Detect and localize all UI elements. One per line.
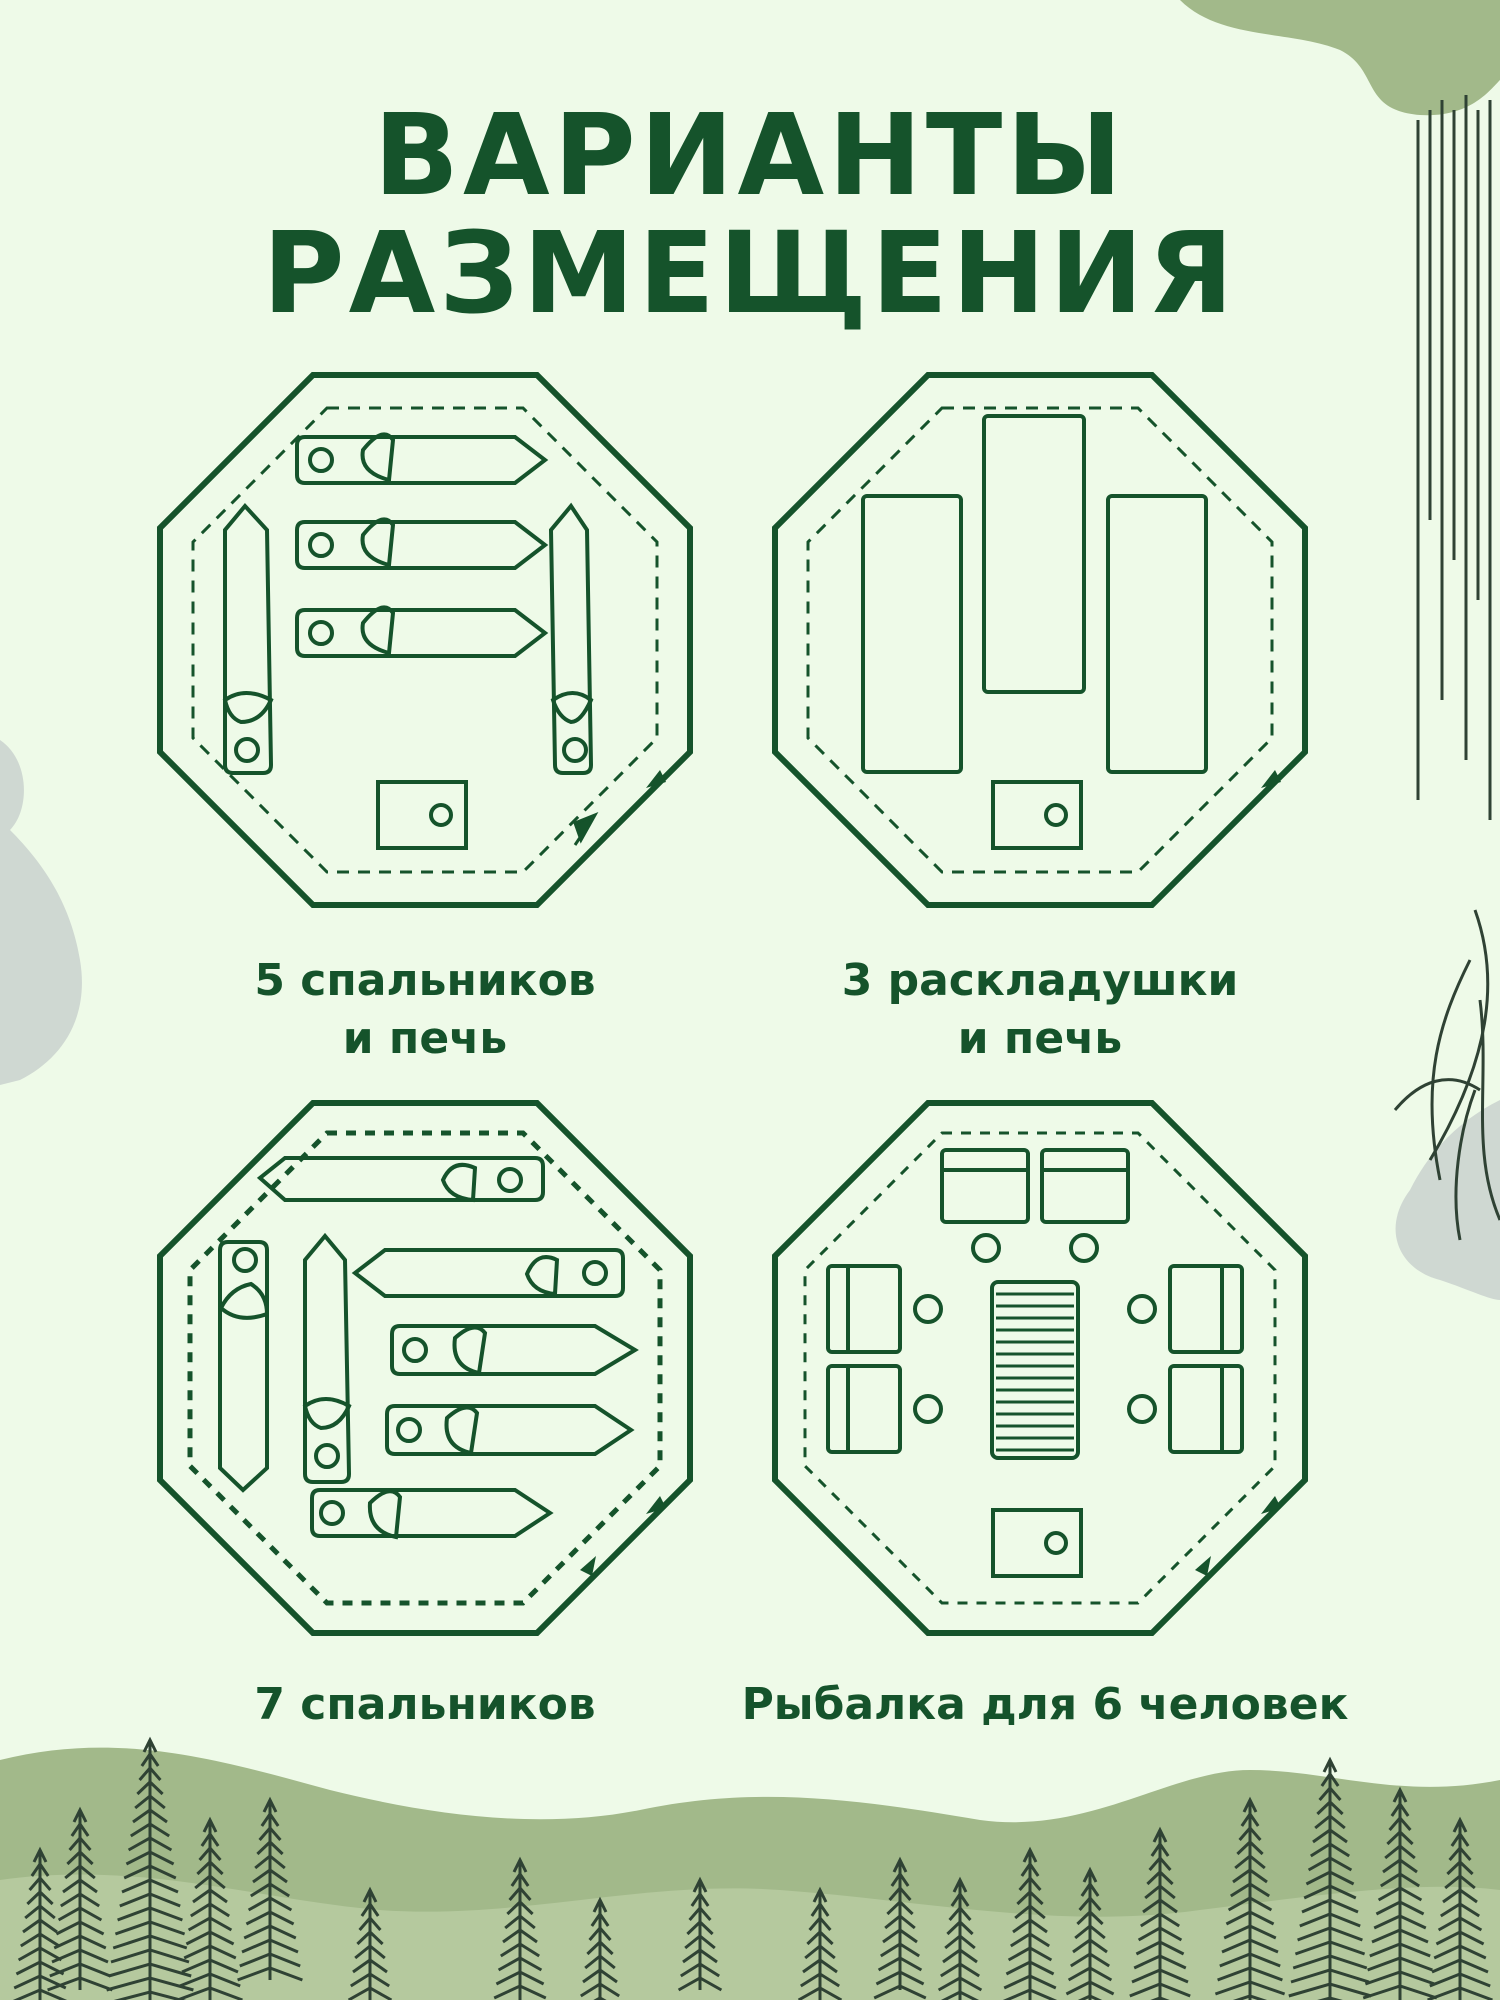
- caption-line: 5 спальников: [254, 955, 596, 1006]
- stool: [913, 1394, 943, 1424]
- tent-plan-3-cots: [772, 372, 1308, 908]
- caption-layout-1: 5 спальников и печь: [145, 952, 705, 1068]
- tent-outline: [772, 1100, 1308, 1636]
- pine-tree: [177, 1816, 243, 2000]
- direction-arrow-icon: [1261, 770, 1281, 788]
- caption-line: и печь: [342, 1013, 508, 1064]
- chair: [1040, 1148, 1130, 1224]
- left-mist: [0, 740, 82, 1085]
- caption-layout-4: Рыбалка для 6 человек: [705, 1676, 1385, 1734]
- tent-plan-5-sleeping-bags: [157, 372, 693, 908]
- direction-arrow-icon: [646, 770, 666, 788]
- tent-outline: [157, 1100, 693, 1636]
- top-right-foliage: [1180, 0, 1500, 116]
- sleeping-bag: [302, 1232, 352, 1484]
- pine-tree: [677, 1876, 723, 1992]
- tent-inner-dashed: [191, 406, 659, 874]
- cot: [982, 414, 1086, 694]
- pine-tree: [12, 1846, 68, 2000]
- pine-tree: [47, 1806, 113, 1992]
- pine-tree: [106, 1736, 194, 2000]
- direction-arrow-icon: [646, 1496, 666, 1514]
- stool: [1069, 1233, 1099, 1263]
- stool: [1127, 1394, 1157, 1424]
- tent-outline: [157, 372, 693, 908]
- page-title-line2: РАЗМЕЩЕНИЯ: [262, 209, 1238, 339]
- pine-tree: [237, 1796, 303, 1982]
- pine-tree: [1288, 1756, 1372, 2000]
- stove: [991, 1508, 1083, 1578]
- stove: [991, 780, 1083, 850]
- sleeping-bag: [295, 605, 549, 658]
- sleeping-bag: [218, 1240, 270, 1493]
- sleeping-bag: [548, 502, 594, 775]
- chair: [1168, 1364, 1244, 1454]
- sleeping-bag: [310, 1488, 554, 1540]
- cot: [1106, 494, 1208, 774]
- chair: [826, 1364, 902, 1454]
- caption-line: 7 спальников: [254, 1679, 596, 1730]
- pine-tree: [1362, 1786, 1438, 2000]
- sleeping-bag: [385, 1404, 635, 1456]
- table: [990, 1280, 1080, 1460]
- tent-outline: [772, 372, 1308, 908]
- pine-tree: [1427, 1816, 1493, 2000]
- forest-trees: [12, 1736, 1493, 2000]
- pine-tree: [347, 1886, 393, 2000]
- caption-layout-3: 7 спальников: [145, 1676, 705, 1734]
- tent-plan-fishing-6-people: [772, 1100, 1308, 1636]
- pine-tree: [1129, 1826, 1191, 2000]
- chair: [940, 1148, 1030, 1224]
- caption-line: Рыбалка для 6 человек: [741, 1679, 1349, 1730]
- chair: [826, 1264, 902, 1354]
- caption-line: и печь: [957, 1013, 1123, 1064]
- sleeping-bag: [351, 1248, 625, 1298]
- pine-tree: [1065, 1866, 1115, 2000]
- chair: [1168, 1264, 1244, 1354]
- direction-arrow-icon: [1195, 1556, 1211, 1576]
- pine-tree: [1002, 1846, 1058, 2000]
- tent-inner-dashed: [806, 406, 1274, 874]
- sleeping-bag: [256, 1156, 545, 1203]
- direction-arrow-icon: [1261, 1496, 1281, 1514]
- caption-layout-2: 3 раскладушки и печь: [760, 952, 1320, 1068]
- right-mist: [1395, 1100, 1500, 1300]
- stove: [376, 780, 468, 850]
- tent-inner-dashed: [803, 1131, 1277, 1605]
- tent-plan-7-sleeping-bags: [157, 1100, 693, 1636]
- stool: [913, 1294, 943, 1324]
- bottom-hills-front: [0, 1874, 1500, 2000]
- right-grass: [1393, 909, 1500, 1241]
- pine-tree: [493, 1856, 547, 2000]
- sleeping-bag: [222, 502, 274, 775]
- page-title-line1: ВАРИАНТЫ: [373, 91, 1127, 221]
- caption-line: 3 раскладушки: [841, 955, 1239, 1006]
- stool: [971, 1233, 1001, 1263]
- sleeping-bag: [390, 1324, 639, 1376]
- pine-tree: [937, 1876, 983, 2000]
- sleeping-bag: [295, 432, 549, 485]
- sleeping-bag: [295, 517, 549, 570]
- direction-arrow-icon: [580, 1556, 596, 1576]
- direction-arrow-icon: [573, 812, 599, 846]
- right-rain-lines: [1416, 95, 1492, 820]
- pine-tree: [580, 1896, 620, 2000]
- pine-tree: [1214, 1796, 1286, 2000]
- pine-tree: [797, 1886, 843, 2000]
- tent-inner-dashed: [187, 1130, 663, 1606]
- stool: [1127, 1294, 1157, 1324]
- pine-tree: [873, 1856, 927, 2000]
- cot: [861, 494, 963, 774]
